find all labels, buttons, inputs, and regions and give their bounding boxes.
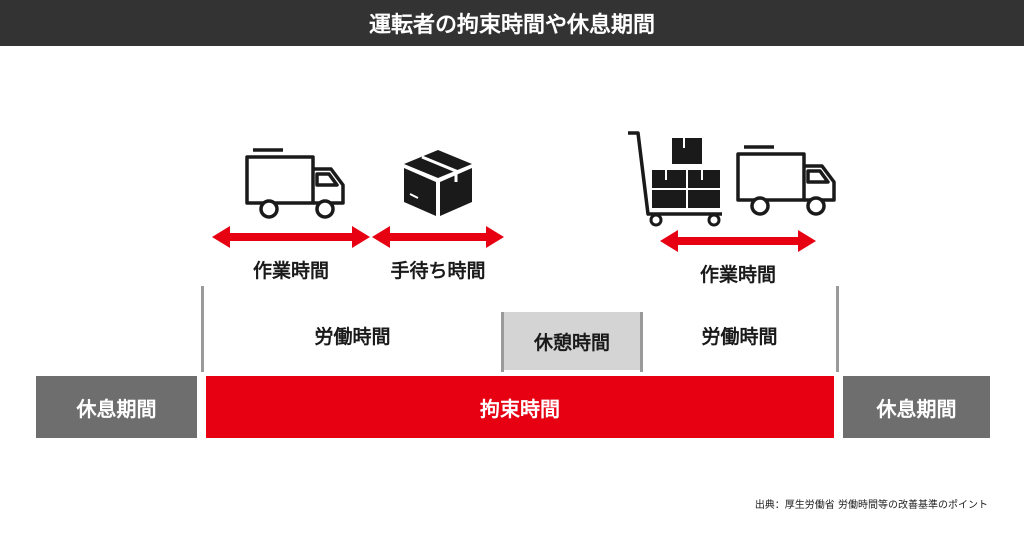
labor-span-left-boundary: [201, 286, 204, 372]
break-time-label: 休憩時間: [533, 331, 610, 354]
labor-time-label-right: 労働時間: [701, 326, 778, 348]
break-span-left-boundary: [501, 312, 504, 372]
break-time-box: 休憩時間: [504, 312, 640, 370]
rest-period-label-right: 休息期間: [876, 396, 957, 421]
binding-time-bar: 拘束時間: [206, 376, 834, 438]
binding-time-label: 拘束時間: [480, 396, 560, 421]
truck-icon: [245, 148, 345, 219]
rest-period-label-left: 休息期間: [76, 396, 157, 421]
rest-period-bar-left: 休息期間: [36, 376, 197, 438]
truck-icon: [736, 145, 836, 216]
page-title: 運転者の拘束時間や休息期間: [0, 0, 1024, 46]
source-citation: 出典：厚生労働省 労働時間等の改善基準のポイント: [754, 500, 988, 511]
labor-span-right-boundary: [836, 286, 839, 372]
wait-time-arrow: [372, 226, 504, 248]
package-box-icon: [404, 150, 472, 216]
work-time-label-left: 作業時間: [252, 260, 329, 282]
rest-period-bar-right: 休息期間: [843, 376, 990, 438]
work-time-arrow-right: [660, 230, 816, 252]
labor-time-label-left: 労働時間: [314, 326, 391, 348]
wait-time-label: 手待ち時間: [390, 260, 486, 282]
break-span-right-boundary: [640, 312, 643, 372]
hand-cart-with-boxes-icon: [628, 131, 722, 227]
work-time-label-right: 作業時間: [699, 264, 776, 286]
work-time-arrow-left: [212, 226, 370, 248]
